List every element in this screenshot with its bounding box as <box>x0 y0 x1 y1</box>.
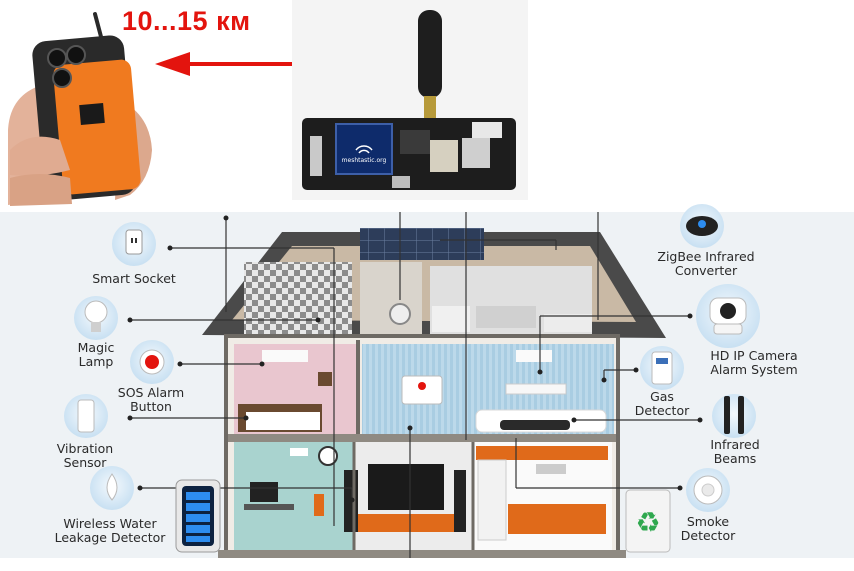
leader-dots <box>127 215 703 503</box>
lora-board-icon: meshtastic.org <box>292 0 528 200</box>
smart-socket-label: Smart Socket <box>92 271 176 286</box>
leader-lines <box>130 212 700 558</box>
ip-camera-icon <box>696 284 760 348</box>
smart-socket-icon <box>112 222 156 266</box>
infrared-beams-icon <box>712 394 756 438</box>
phone-icon <box>8 12 152 206</box>
gas-detector-icon <box>640 346 684 390</box>
recycle-bin-icon: ♻ <box>625 489 671 553</box>
house-illustration <box>202 228 666 558</box>
bulb-icon <box>74 296 118 340</box>
vibration-sensor-icon <box>64 394 108 438</box>
smoke-detector-icon <box>686 468 730 512</box>
svg-text:♻: ♻ <box>635 506 660 539</box>
board-screen-text: meshtastic.org <box>342 157 387 164</box>
sos-button-icon <box>130 340 174 384</box>
zigbee-hub-icon <box>680 204 724 248</box>
battery-icon <box>175 479 221 553</box>
water-leak-icon <box>90 466 134 510</box>
range-distance-label: 10...15 км <box>122 6 251 36</box>
